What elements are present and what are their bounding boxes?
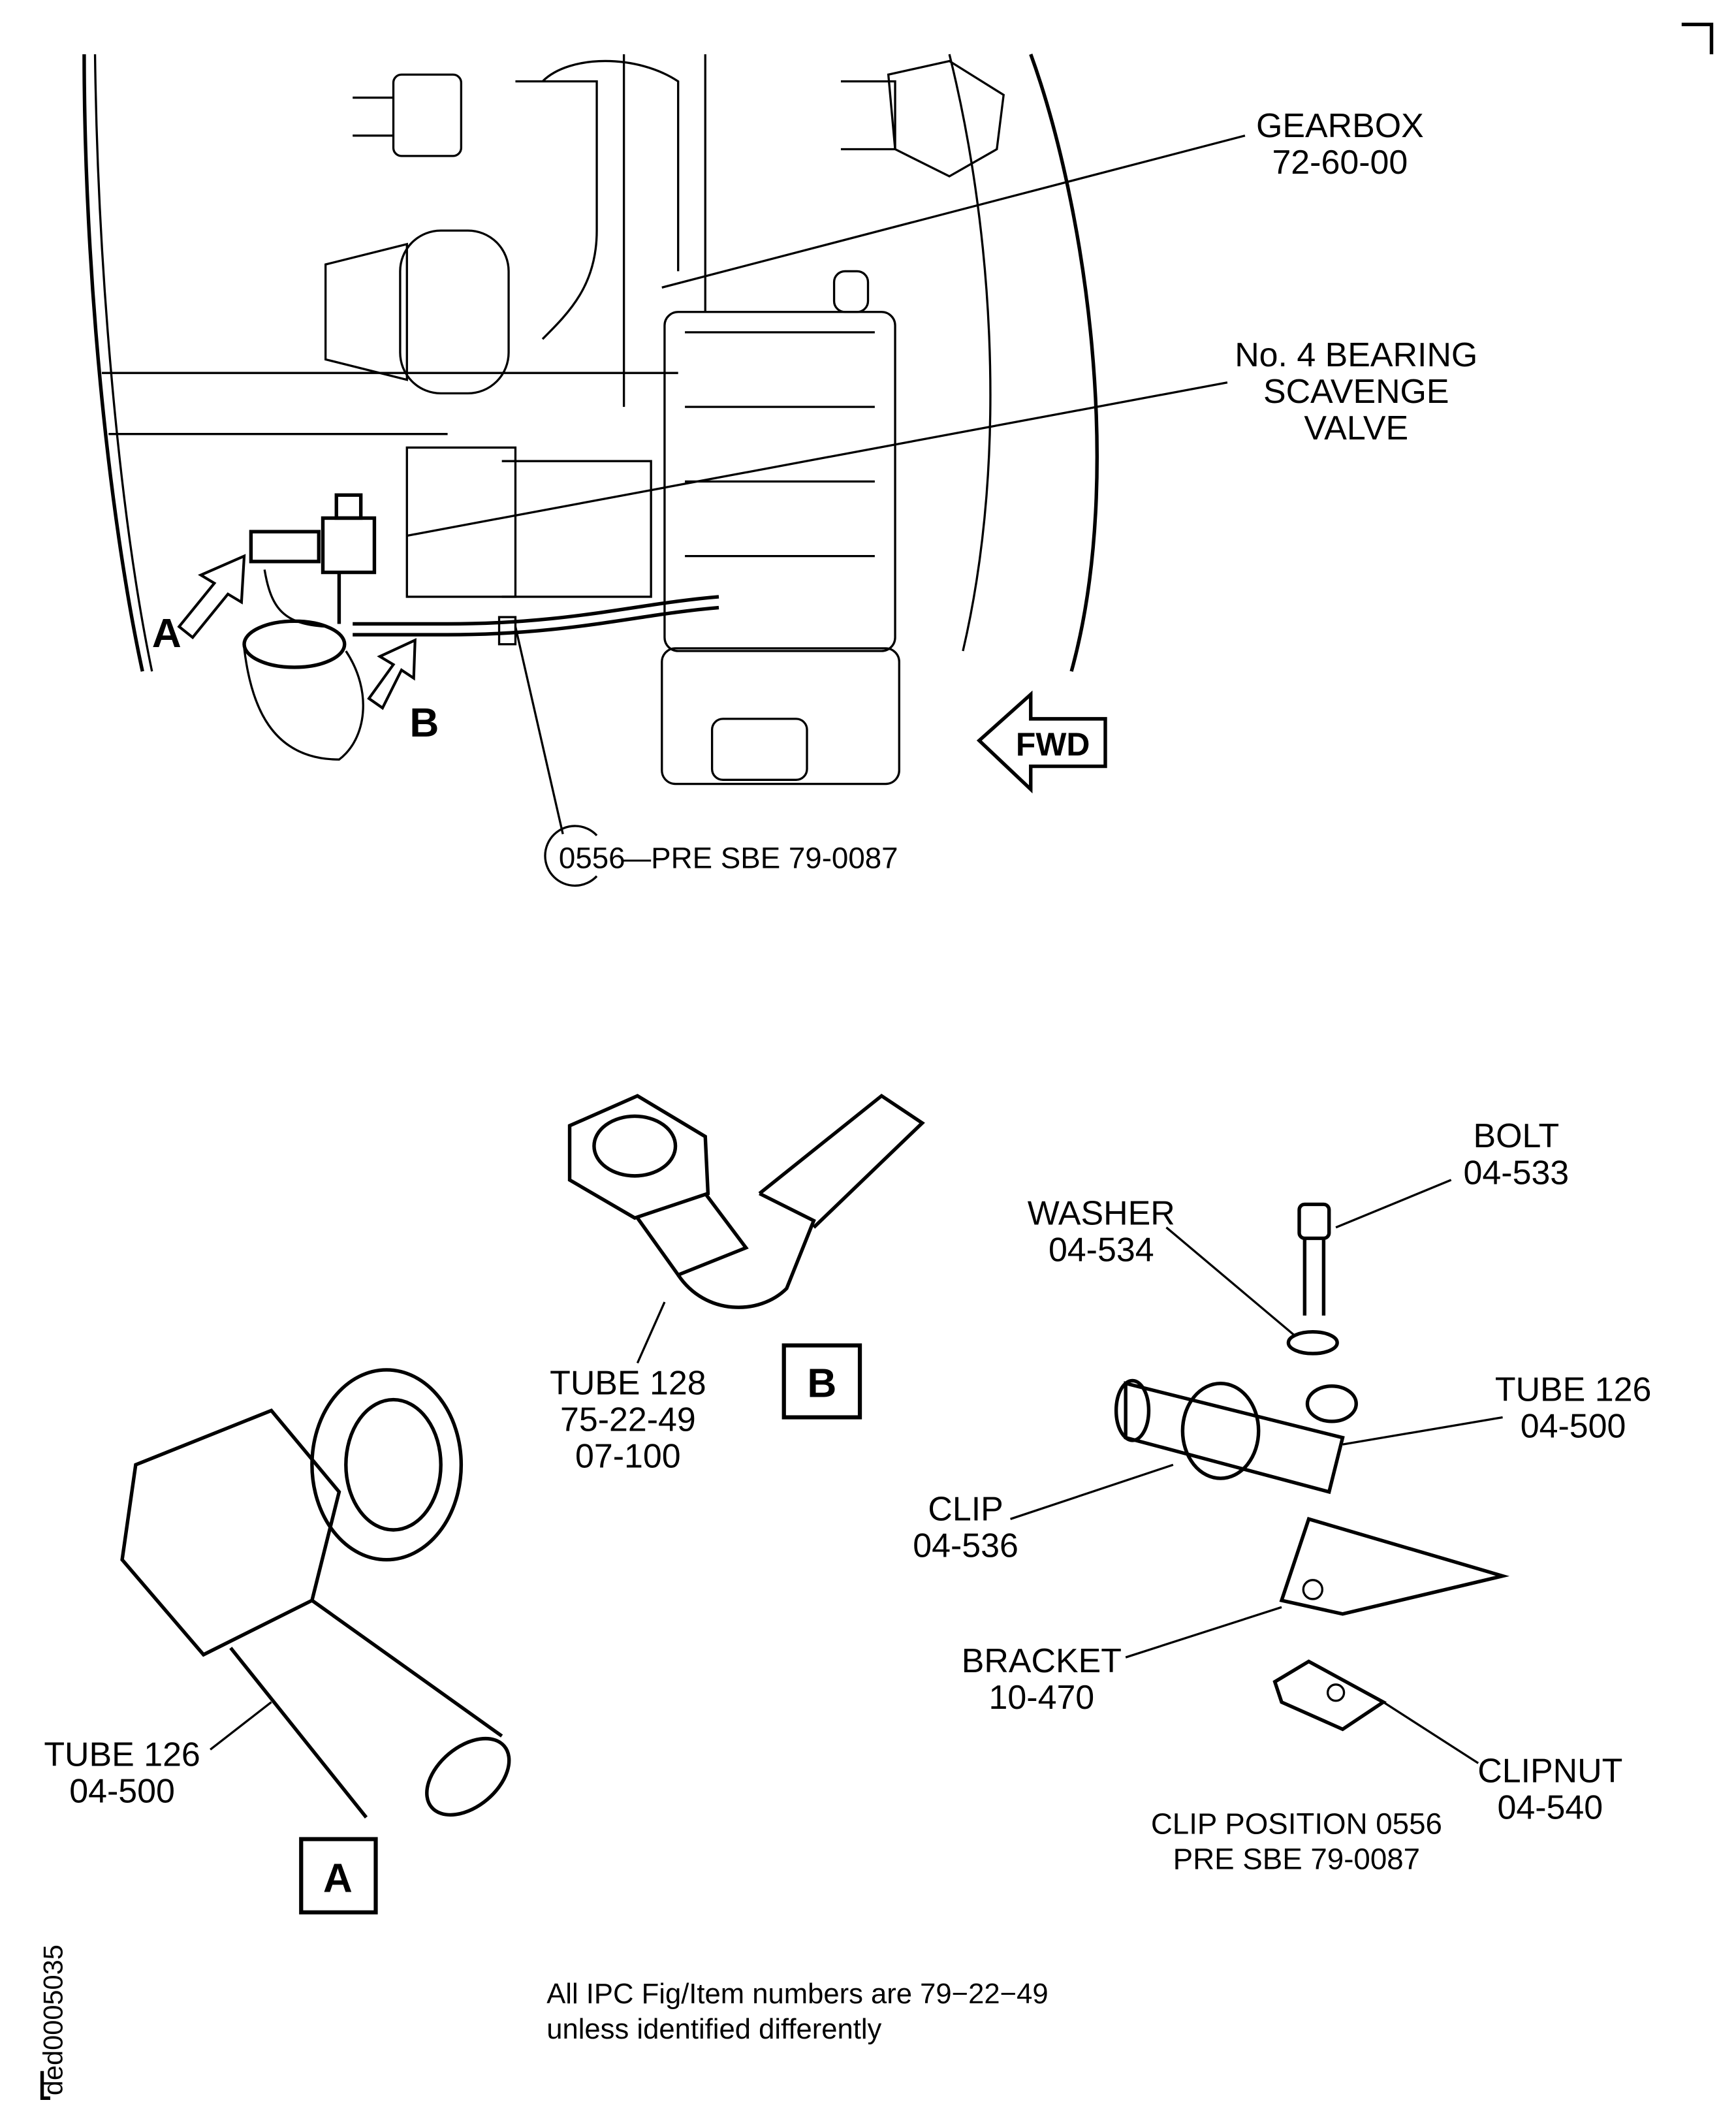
svg-text:SCAVENGE: SCAVENGE (1263, 373, 1449, 411)
svg-text:BRACKET: BRACKET (962, 1642, 1122, 1680)
svg-text:CLIPNUT: CLIPNUT (1477, 1752, 1622, 1790)
svg-text:10-470: 10-470 (989, 1679, 1095, 1717)
svg-text:No. 4 BEARING: No. 4 BEARING (1235, 336, 1477, 374)
detail-b-view-label: B (781, 1343, 862, 1420)
corner-mark (1681, 22, 1714, 55)
view-b-arrow: B (367, 638, 439, 746)
svg-text:CLIP: CLIP (928, 1490, 1003, 1528)
engine-overview-drawing (82, 54, 1099, 786)
clipnut-callout: CLIPNUT 04-540 (1477, 1752, 1622, 1826)
svg-text:FWD: FWD (1016, 726, 1090, 763)
bearing-valve-callout: No. 4 BEARING SCAVENGE VALVE (406, 336, 1477, 537)
svg-text:CLIP POSITION 0556: CLIP POSITION 0556 (1151, 1807, 1442, 1840)
svg-text:VALVE: VALVE (1304, 409, 1408, 447)
detail-b-tube-item: 07-100 (575, 1437, 681, 1475)
svg-text:GEARBOX: GEARBOX (1256, 107, 1424, 145)
detail-a-view-label: A (299, 1837, 378, 1914)
washer-callout: WASHER 04-534 (1028, 1195, 1175, 1269)
fwd-arrow: FWD (976, 690, 1107, 794)
detail-a-drawing (120, 1368, 511, 1819)
svg-text:A: A (152, 611, 181, 656)
svg-text:04-533: 04-533 (1464, 1154, 1570, 1192)
bracket-callout: BRACKET 10-470 (962, 1642, 1122, 1717)
clip-position-callout: 0556 —PRE SBE 79-0087 (514, 626, 898, 887)
detail-b-tube-ref: 75-22-49 (560, 1401, 696, 1438)
gearbox-callout: GEARBOX 72-60-00 (661, 107, 1424, 289)
footnote: All IPC Fig/Item numbers are 79−22−49 un… (546, 1978, 1048, 2045)
detail-a-tube-ref: 04-500 (69, 1772, 175, 1810)
svg-text:04-500: 04-500 (1521, 1408, 1626, 1446)
clip-detail-drawing (1010, 1179, 1510, 1764)
svg-text:0556: 0556 (559, 841, 625, 874)
svg-text:WASHER: WASHER (1028, 1195, 1175, 1233)
bolt-callout: BOLT 04-533 (1464, 1117, 1570, 1192)
detail-b-drawing (567, 1093, 925, 1364)
svg-text:04-536: 04-536 (913, 1527, 1018, 1565)
view-a-arrow: A (152, 554, 246, 656)
svg-text:BOLT: BOLT (1474, 1117, 1560, 1155)
svg-text:unless identified differently: unless identified differently (546, 2014, 881, 2045)
svg-text:PRE SBE 79-0087: PRE SBE 79-0087 (1173, 1842, 1420, 1875)
clip-position-caption: CLIP POSITION 0556 PRE SBE 79-0087 (1151, 1807, 1442, 1875)
svg-text:A: A (323, 1856, 353, 1901)
detail-a-tube-label: TUBE 126 (44, 1736, 200, 1773)
svg-text:All IPC Fig/Item numbers are 7: All IPC Fig/Item numbers are 79−22−49 (546, 1978, 1048, 2010)
tube-126-callout: TUBE 126 04-500 (1495, 1371, 1651, 1446)
svg-text:72-60-00: 72-60-00 (1272, 144, 1408, 182)
svg-text:B: B (409, 701, 439, 746)
clip-callout: CLIP 04-536 (913, 1490, 1018, 1564)
svg-text:B: B (807, 1361, 836, 1406)
detail-b-tube-label: TUBE 128 (550, 1364, 706, 1402)
drawing-id: ded0005035 (38, 1945, 69, 2101)
svg-text:ded0005035: ded0005035 (38, 1945, 69, 2095)
svg-text:04-540: 04-540 (1497, 1788, 1603, 1826)
svg-text:04-534: 04-534 (1049, 1231, 1154, 1269)
svg-text:—PRE SBE 79-0087: —PRE SBE 79-0087 (621, 841, 898, 874)
svg-text:TUBE 126: TUBE 126 (1495, 1371, 1651, 1409)
